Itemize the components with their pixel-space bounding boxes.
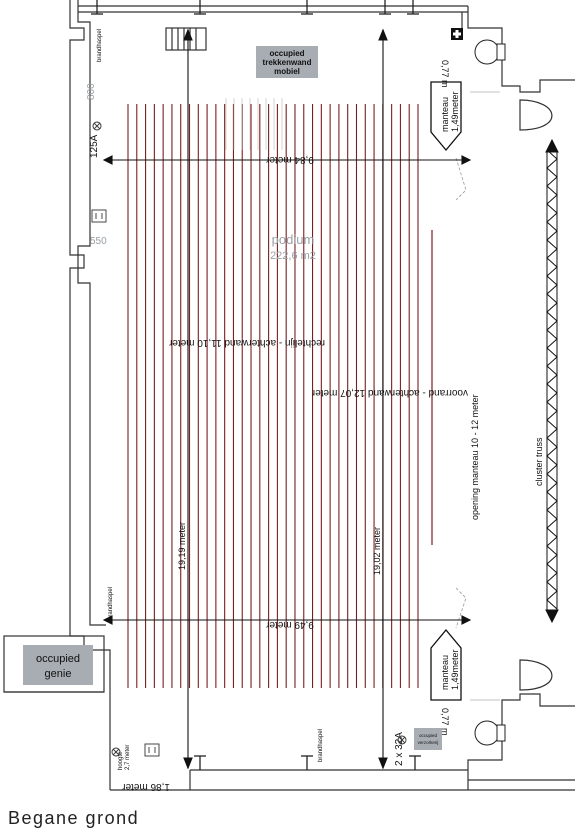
speaker-bottom-icon (474, 720, 506, 746)
m077-bottom-label: 0,77 m (440, 708, 450, 736)
svg-text:verzorkerij: verzorkerij (418, 740, 439, 745)
brandhaspel-left-label: brandhaspel (108, 587, 114, 620)
hoogte-label: hoogte (118, 751, 124, 770)
m077-top-label: 0,77 m (440, 60, 450, 88)
stage-area: 222,6 m2 (270, 250, 316, 262)
sprinkler-icon-bottom (111, 735, 407, 757)
width-bottom-label: 9,49 meter (265, 619, 313, 630)
rechtelijn-label: rechtelijn - achterwand 11,10 meter (168, 337, 325, 348)
wall-hatching (470, 91, 500, 701)
width-top-label: 9,84 meter (265, 154, 313, 165)
floor-title: Begane grond (8, 808, 140, 828)
stage-edge (431, 157, 467, 629)
manteau-bottom-label: manteau (440, 655, 450, 690)
column-markers (91, 0, 421, 770)
voorrand-label: voorrand - achterwand 12,07 meter (311, 387, 468, 398)
hoogte-size: 2,7 meter (125, 745, 131, 770)
brandhaspel-top-label: brandhaspel (97, 29, 103, 62)
svg-text:occupied: occupied (269, 49, 304, 58)
amp-125-label: 125A (89, 134, 100, 158)
svg-text:occupied: occupied (419, 733, 438, 738)
dimension-lines (102, 28, 472, 770)
opening-label: opening manteau 10 - 12 meter (470, 394, 480, 520)
amp-2x32-label: 2 x 32A (394, 732, 405, 766)
cluster-truss-label: cluster truss (534, 437, 544, 486)
svg-text:occupied: occupied (36, 653, 80, 665)
svg-text:mobiel: mobiel (274, 67, 300, 76)
manteau-bottom-size: 1,49meter (450, 649, 460, 690)
manteau-bottom: manteau 1,49meter (430, 628, 462, 701)
dim-left-label: 19,19 meter (177, 522, 187, 570)
occupied-trekkenwand-badge: occupied trekkenwand mobiel (256, 46, 318, 78)
stage-battens (127, 104, 419, 688)
speaker-top-icon (474, 39, 506, 65)
stage-name: podium (272, 232, 315, 247)
brandhaspel-bottom-label: brandhaspel (318, 729, 324, 762)
faint-battens (225, 98, 283, 150)
svg-text:trekkenwand: trekkenwand (263, 58, 312, 67)
num-800-label: 800 (86, 83, 97, 100)
manteau-top-size: 1,49meter (450, 91, 460, 132)
occupied-genie-badge: occupied genie (23, 645, 93, 685)
manteau-top-label: manteau (440, 97, 450, 132)
manteau-top: manteau 1,49meter (430, 81, 462, 152)
height-186-label: 1,86 meter (122, 781, 170, 792)
svg-text:genie: genie (45, 668, 72, 680)
electric-socket-icon (91, 209, 160, 757)
occupied-verzorkerij-badge: occupied verzorkerij (414, 728, 442, 750)
sprinkler-icon (92, 121, 102, 131)
first-aid-cross-icon (451, 28, 463, 40)
num-550-label: 550 (90, 236, 107, 247)
dim-right-label: 19,02 meter (372, 527, 382, 575)
stage-label: podium 222,6 m2 (270, 232, 316, 262)
cluster-truss (545, 138, 559, 624)
